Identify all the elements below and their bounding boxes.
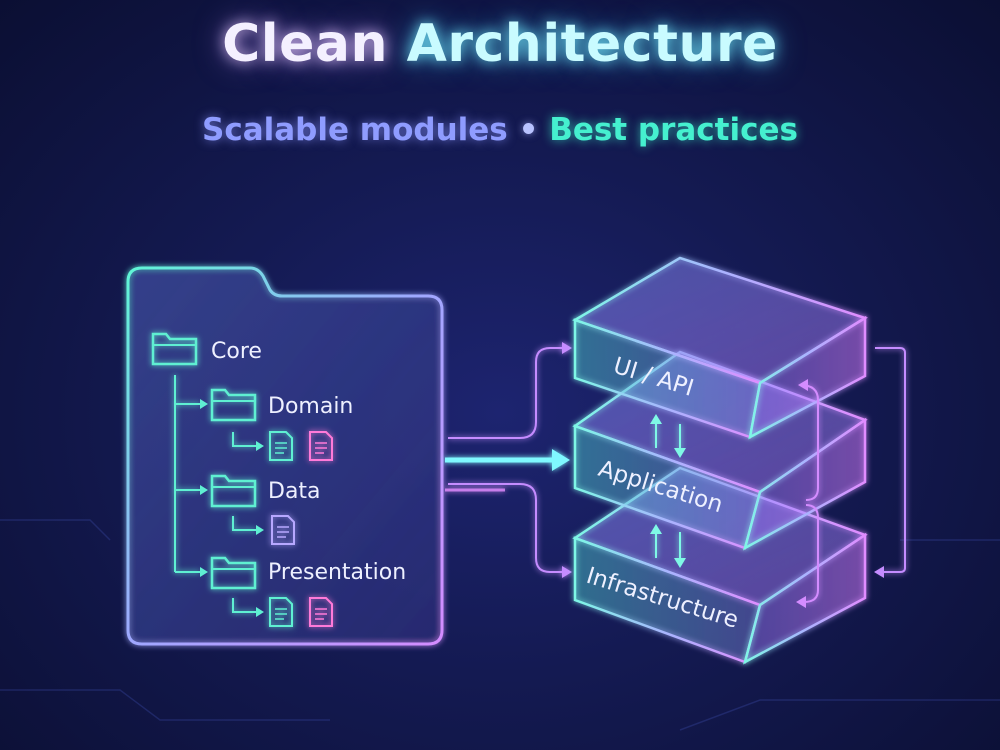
arrowhead [650,524,662,534]
tree-connectors [174,375,256,613]
circuit-trace [679,699,1000,731]
file-icon-pink [309,431,333,461]
layer-ui-api [572,256,868,440]
tree-label-presentation: Presentation [268,560,406,585]
arrowhead [552,449,570,471]
page-title: Clean Architecture [0,14,1000,74]
folder-icon [210,474,257,508]
tree-branch-data-files [232,516,256,531]
file-icon-lilac [271,515,295,545]
arrowhead [200,567,208,577]
arrowhead [256,441,264,451]
side-loop-arrows [799,384,819,603]
arrowhead [256,607,264,617]
page-subtitle: Scalable modules • Best practices [0,112,1000,148]
title-word-clean: Clean [222,14,388,74]
side-loop-arrowheads [796,379,808,608]
tree-branch-domain-files [232,432,256,447]
folder-outline [126,266,444,646]
arrowhead [200,399,208,409]
return-arrow [875,347,906,573]
interlayer-arrowheads [650,414,686,568]
arrowhead [200,485,208,495]
loop-arrow [799,384,819,501]
circuit-trace [0,689,330,721]
folder-panel: Core Domain Data [126,266,444,646]
arrowhead [562,566,572,578]
tree-label-data: Data [268,479,321,504]
arrowhead [562,342,572,354]
file-icon-pink [309,597,333,627]
loop-arrow [803,504,819,603]
tree-label-domain: Domain [268,394,353,419]
subtitle-scalable-modules: Scalable modules [202,112,508,148]
layer-stack: Infrastructure Application UI / API [572,256,906,665]
subtitle-best-practices: Best practices [549,112,798,148]
arrowhead [674,558,686,568]
arrow-to-ui-api [448,347,565,439]
folder-icon [210,388,257,422]
circuit-traces [0,519,1000,731]
arrowhead [796,596,806,608]
title-word-architecture: Architecture [406,14,778,74]
interlayer-arrows [655,420,681,562]
connector-arrows [445,347,565,573]
folder-icon [210,556,257,590]
arrowhead [874,566,884,578]
arrow-to-infrastructure [448,483,565,573]
tree-arrowheads [200,399,264,617]
file-icon-teal [269,597,293,627]
tree-branch-presentation-files [232,598,256,613]
connector-arrowheads [552,342,572,578]
subtitle-separator: • [518,112,539,148]
arrowhead [256,525,264,535]
arrowhead [674,448,686,458]
folder-icon [151,332,198,366]
arrowhead [650,414,662,424]
file-icon-teal [269,431,293,461]
tree-label-core: Core [211,339,262,364]
circuit-trace [0,519,111,541]
arrowhead [798,379,808,391]
